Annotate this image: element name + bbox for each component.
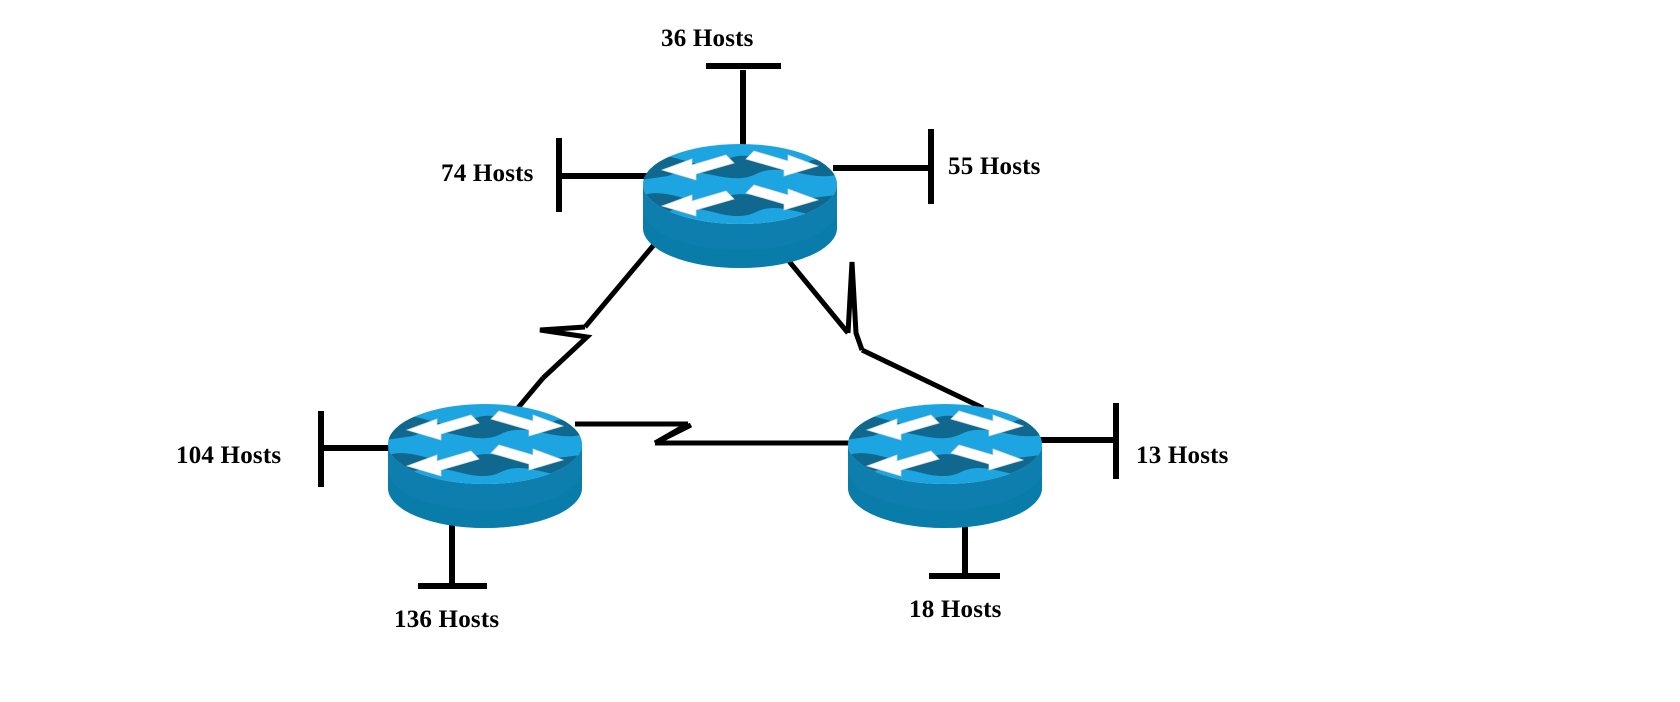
lan-stub-13: [1036, 403, 1119, 479]
lan-stub-55: [833, 129, 934, 204]
lan-stub-104: [318, 411, 397, 487]
host-label-136: 136 Hosts: [394, 606, 500, 633]
host-label-55: 55 Hosts: [948, 153, 1041, 180]
lan-stub-36: [706, 63, 781, 148]
serial-link-top-bottomright: [768, 236, 985, 411]
host-label-18: 18 Hosts: [909, 596, 1002, 623]
host-label-36: 36 Hosts: [661, 25, 754, 52]
router-top[interactable]: [636, 144, 844, 268]
serial-link-top-bottomleft: [510, 226, 670, 417]
router-bottom-left[interactable]: [381, 404, 589, 528]
lan-stub-74: [556, 138, 650, 212]
host-label-74: 74 Hosts: [441, 160, 534, 187]
host-label-104: 104 Hosts: [176, 442, 282, 469]
serial-link-bottomleft-bottomright: [575, 421, 860, 446]
router-bottom-right[interactable]: [841, 404, 1049, 528]
host-label-13: 13 Hosts: [1136, 442, 1229, 469]
